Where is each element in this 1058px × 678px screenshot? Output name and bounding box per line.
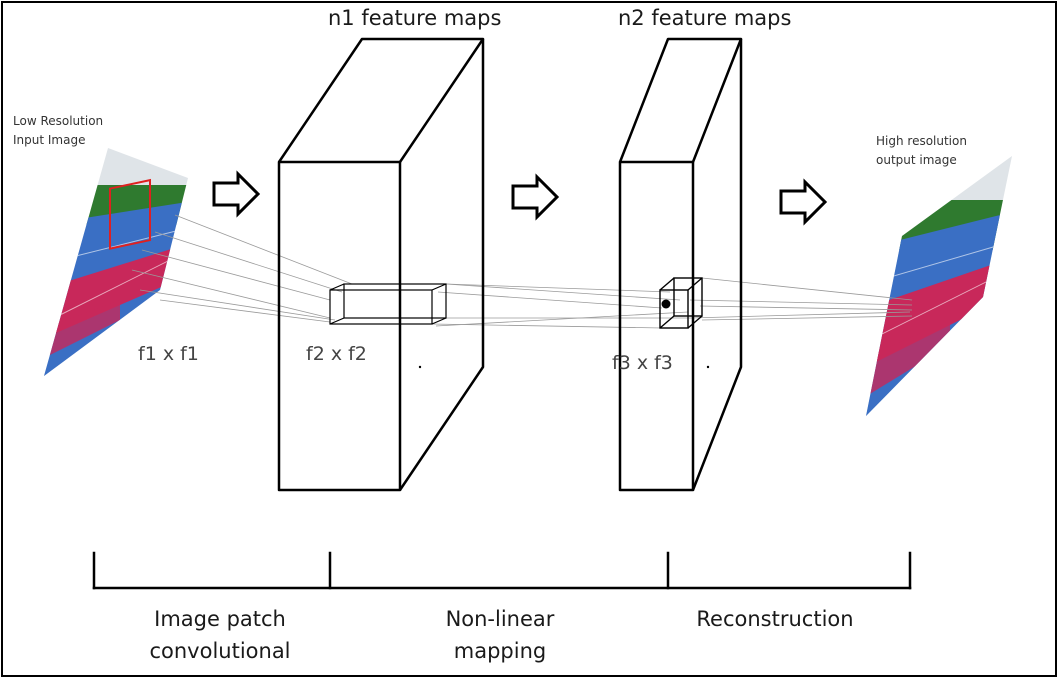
stage-nonlinear-label: Non-linear mapping (400, 603, 600, 667)
output-image (866, 156, 1012, 416)
n1-feature-block (277, 37, 485, 492)
stage-bracket (92, 551, 912, 590)
n2-filter-cube (659, 277, 703, 329)
projection-lines-input (131, 214, 353, 323)
stage-patch-line2: convolutional (149, 639, 291, 663)
output-label-line2: output image (876, 153, 957, 167)
arrow-n2-to-output-icon (779, 178, 828, 226)
filter-size-f1-label: f1 x f1 (138, 343, 199, 365)
stray-mark (418, 365, 422, 369)
output-image-label: High resolution output image (876, 132, 1006, 170)
n2-pixel-dot (661, 299, 671, 309)
stage-reconstruction-label: Reconstruction (680, 603, 870, 635)
stray-mark (706, 365, 710, 369)
n2-feature-block (618, 37, 743, 492)
projection-lines-middle (431, 283, 690, 329)
filter-size-f2-label: f2 x f2 (306, 343, 367, 365)
stage-nonlinear-line2: mapping (453, 639, 547, 663)
stage-reconstruction-line1: Reconstruction (696, 607, 854, 631)
stage-nonlinear-line1: Non-linear (445, 607, 555, 631)
projection-lines-output (689, 277, 913, 321)
input-label-line2: Input Image (13, 133, 86, 147)
n1-feature-maps-title: n1 feature maps (328, 6, 502, 30)
output-label-line1: High resolution (876, 134, 967, 148)
arrow-n1-to-n2-icon (511, 173, 560, 221)
filter-size-f3-label: f3 x f3 (612, 352, 673, 374)
input-label-line1: Low Resolution (13, 114, 104, 128)
stage-patch-line1: Image patch (154, 607, 286, 631)
arrow-input-to-n1-icon (212, 170, 261, 218)
n2-feature-maps-title: n2 feature maps (618, 6, 792, 30)
input-image-label: Low Resolution Input Image (13, 112, 143, 150)
stage-patch-label: Image patch convolutional (120, 603, 320, 667)
n1-filter-box (329, 283, 447, 325)
input-patch-highlight (109, 178, 151, 250)
